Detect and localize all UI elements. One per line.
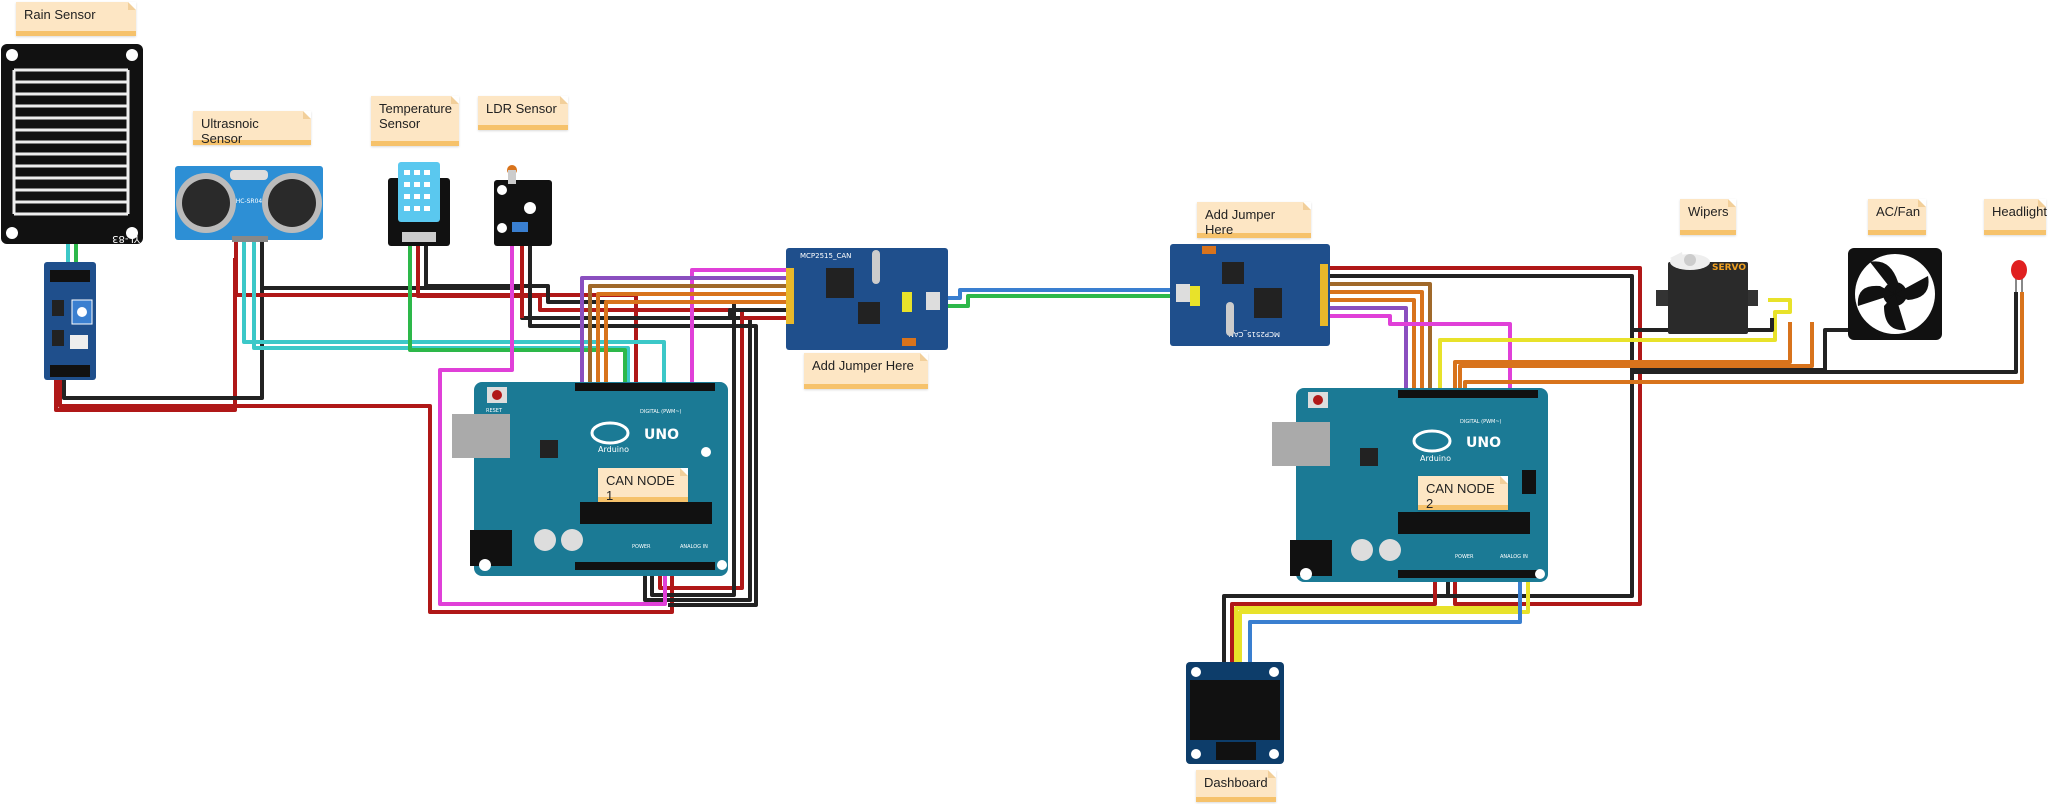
node2-power-text: POWER [1455, 554, 1474, 560]
node2-uno-text: UNO [1466, 435, 1501, 451]
wire-can2-so [1328, 290, 1424, 398]
wire-dash-sda-2 [1234, 606, 1522, 668]
wire-can1-si [588, 284, 792, 392]
wire-headlight-gnd [1632, 292, 2018, 374]
ultrasonic-sensor: HC-SR04 [175, 166, 323, 242]
wire-can2-sck [1328, 306, 1408, 398]
node2-brand-text: Arduino [1420, 454, 1451, 463]
wire-canbus-low [942, 294, 1180, 308]
servo-label: SERVO [1712, 263, 1746, 273]
wire-can2-int [1328, 314, 1512, 398]
node2-analog-text: ANALOG IN [1500, 554, 1528, 560]
ultrasonic-chip-label: HC-SR04 [236, 198, 263, 205]
rain-sensor-module [44, 262, 96, 380]
can-module-1: MCP2515_CAN [786, 248, 948, 350]
add-jumper-1-label: Add Jumper Here [804, 353, 928, 389]
wipers-label: Wipers [1680, 199, 1736, 235]
node1-reset-text: RESET [486, 408, 503, 414]
node2-digital-text: DIGITAL (PWM~) [1460, 419, 1502, 425]
wire-can1-int [690, 268, 792, 392]
temperature-sensor [388, 162, 450, 246]
rain-sensor-label: Rain Sensor [16, 2, 136, 36]
node1-analog-text: ANALOG IN [680, 544, 708, 550]
wire-dash-vcc [1230, 578, 1437, 668]
wire-servo-tail [1768, 298, 1792, 314]
wire-dash-scl [1248, 578, 1522, 668]
can-module-2-label: MCP2515_CAN [1229, 330, 1280, 338]
ac-fan-label: AC/Fan [1868, 199, 1926, 235]
wire-can2-gnd [1328, 274, 1634, 598]
wire-temp-signal [408, 245, 627, 392]
wire-fan-power [1453, 322, 1792, 398]
can-node-1-label: CAN NODE 1 [598, 468, 688, 503]
fan [1848, 248, 1942, 340]
servo-motor: SERVO [1656, 252, 1758, 334]
wire-fan-power-2 [1458, 322, 1814, 398]
can-module-2: MCP2515_CAN [1170, 244, 1330, 346]
oled-dashboard [1186, 662, 1284, 764]
wire-can2-cs [1328, 282, 1432, 398]
wire-temp-vcc [416, 245, 744, 590]
ultrasonic-sensor-label: Ultrasnoic Sensor [193, 111, 311, 146]
rain-plate-label: YL-83 [112, 233, 141, 244]
temperature-label-line2: Sensor [379, 116, 421, 131]
headlight-led [2011, 260, 2027, 292]
wire-ldr-gnd [528, 245, 758, 607]
temperature-sensor-label: Temperature Sensor [371, 96, 459, 146]
wire-dash-gnd [1222, 594, 1448, 668]
ldr-sensor-label: LDR Sensor [478, 96, 568, 130]
headlight-label: Headlight [1984, 199, 2047, 235]
node1-uno-text: UNO [644, 427, 679, 443]
dashboard-label: Dashboard [1196, 770, 1276, 802]
wire-dash-sda [1238, 578, 1530, 668]
can-module-1-label: MCP2515_CAN [800, 252, 851, 260]
node1-digital-text: DIGITAL (PWM~) [640, 409, 682, 415]
rain-sensor-plate: YL-83 [1, 44, 143, 244]
temperature-label-line1: Temperature [379, 101, 452, 116]
wire-ldr-signal [438, 245, 667, 606]
wire-ultra-trig [242, 240, 666, 392]
can-node-2-label: CAN NODE 2 [1418, 476, 1508, 511]
node1-brand-text: Arduino [598, 445, 629, 454]
wire-ultra-gnd [260, 240, 752, 602]
wire-can1-cs [604, 300, 792, 392]
add-jumper-2-label: Add Jumper Here [1197, 202, 1311, 238]
wire-can2-si [1328, 298, 1416, 398]
wire-rain-vcc [54, 258, 237, 412]
node1-power-text: POWER [632, 544, 651, 550]
ldr-sensor [494, 165, 552, 246]
wire-rain-gnd [62, 258, 264, 400]
wire-can1-sck [580, 276, 792, 392]
wire-can1-gnd [728, 308, 792, 318]
wire-can1-so [596, 292, 792, 392]
